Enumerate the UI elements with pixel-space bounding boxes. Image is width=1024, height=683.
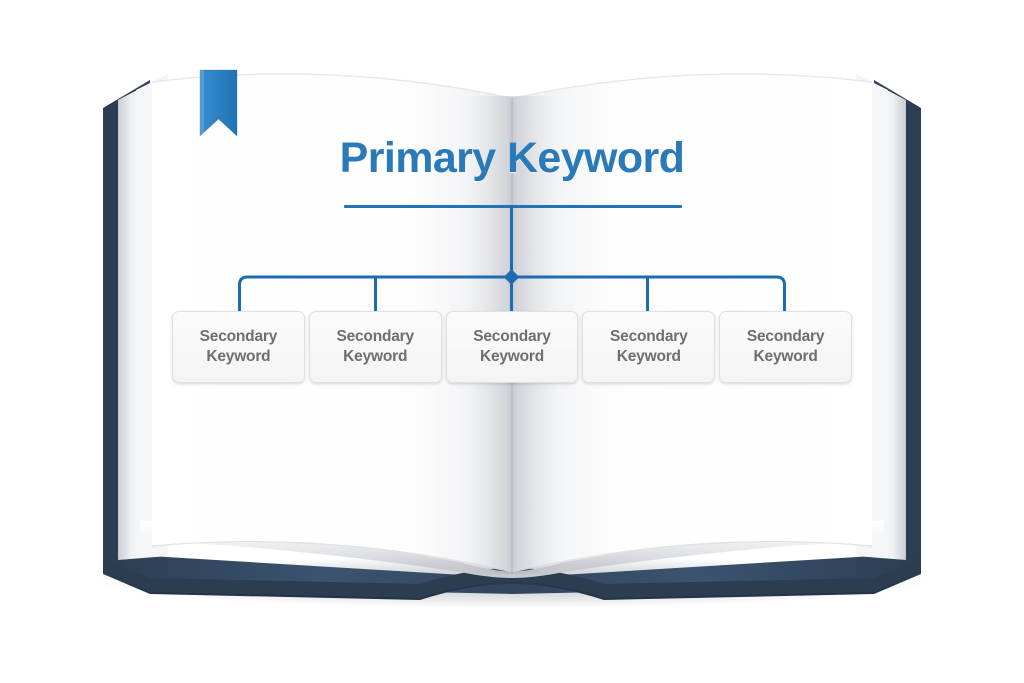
page-bottom-edge-left (151, 541, 513, 573)
secondary-keyword-box-2[interactable]: Secondary Keyword (308, 311, 442, 383)
secondary-keyword-box-3[interactable]: Secondary Keyword (445, 311, 579, 383)
secondary-keyword-line1: Secondary (610, 327, 688, 345)
secondary-keyword-line2: Keyword (343, 348, 408, 365)
secondary-keyword-row: Secondary Keyword Secondary Keyword Seco… (172, 311, 852, 383)
secondary-keyword-box-4[interactable]: Secondary Keyword (582, 311, 716, 383)
secondary-keyword-line2: Keyword (616, 348, 681, 365)
bookmark-ribbon (199, 69, 238, 137)
secondary-keyword-line2: Keyword (206, 348, 271, 365)
secondary-keyword-line2: Keyword (479, 348, 545, 365)
secondary-keyword-line1: Secondary (473, 327, 551, 345)
page-top-edge-left (151, 73, 513, 99)
primary-keyword-title: Primary Keyword (339, 134, 685, 182)
junction-node-icon (504, 269, 519, 285)
secondary-keyword-line2: Keyword (753, 348, 818, 365)
page-top-edge-right (511, 73, 873, 99)
secondary-keyword-line1: Secondary (336, 327, 414, 345)
secondary-keyword-line1: Secondary (199, 327, 278, 345)
secondary-keyword-box-5[interactable]: Secondary Keyword (719, 311, 852, 383)
secondary-keyword-box-1[interactable]: Secondary Keyword (172, 311, 305, 383)
page-bottom-edge-right (511, 541, 873, 573)
secondary-keyword-line1: Secondary (746, 327, 825, 345)
